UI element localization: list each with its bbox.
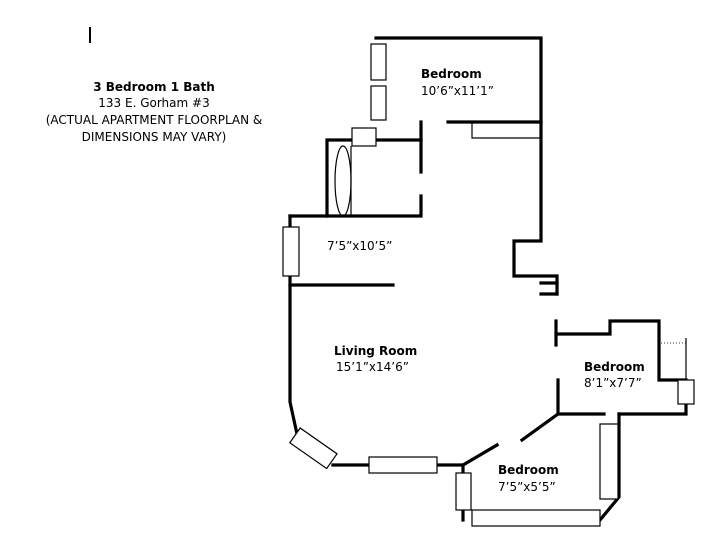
plan-title: 3 Bedroom 1 Bath	[93, 80, 215, 94]
window-bottom-1	[368, 456, 438, 474]
wall-bottom-mid	[435, 442, 500, 467]
wall-top-bedroom	[374, 36, 543, 124]
closet-outline	[471, 122, 542, 241]
wall-kitchen-bottom	[288, 194, 423, 218]
window-top-2	[370, 85, 387, 121]
wall-kitchen-left	[325, 138, 352, 218]
bath-fixture	[334, 145, 352, 217]
window-bottom-3	[471, 509, 601, 527]
room-label-bedroom-bottom: Bedroom	[498, 463, 559, 477]
window-right-1	[599, 423, 619, 500]
room-dims-living: 15’1”x14’6”	[336, 360, 409, 374]
wall-left-outer	[288, 214, 299, 436]
plan-address: 133 E. Gorham #3	[98, 96, 209, 110]
wall-right-outer-lower	[617, 402, 688, 416]
wall-diagonal-right	[519, 411, 561, 443]
wall-right-bedroom	[554, 319, 688, 382]
window-top-3	[351, 127, 377, 147]
wall-closet	[512, 120, 559, 296]
wall-closet-step	[539, 281, 559, 296]
room-dims-bedroom-top: 10’6”x11’1”	[421, 84, 494, 98]
wall-right-bedroom-bottom	[556, 378, 606, 416]
plan-disclaimer-line2: DIMENSIONS MAY VARY)	[82, 130, 227, 144]
window-right-2	[677, 379, 695, 405]
window-diagonal	[288, 427, 338, 470]
window-left	[282, 226, 300, 277]
room-label-bedroom-top: Bedroom	[421, 67, 482, 81]
window-top-1	[370, 43, 387, 81]
room-dims-kitchen: 7’5”x10’5”	[327, 239, 392, 253]
room-label-living: Living Room	[334, 344, 417, 358]
plan-disclaimer-line1: (ACTUAL APARTMENT FLOORPLAN &	[46, 113, 263, 127]
room-dims-bedroom-bottom: 7’5”x5’5”	[498, 480, 556, 494]
room-label-bedroom-right: Bedroom	[584, 360, 645, 374]
window-bottom-2	[455, 472, 472, 511]
room-dims-bedroom-right: 8’1”x7’7”	[584, 376, 642, 390]
